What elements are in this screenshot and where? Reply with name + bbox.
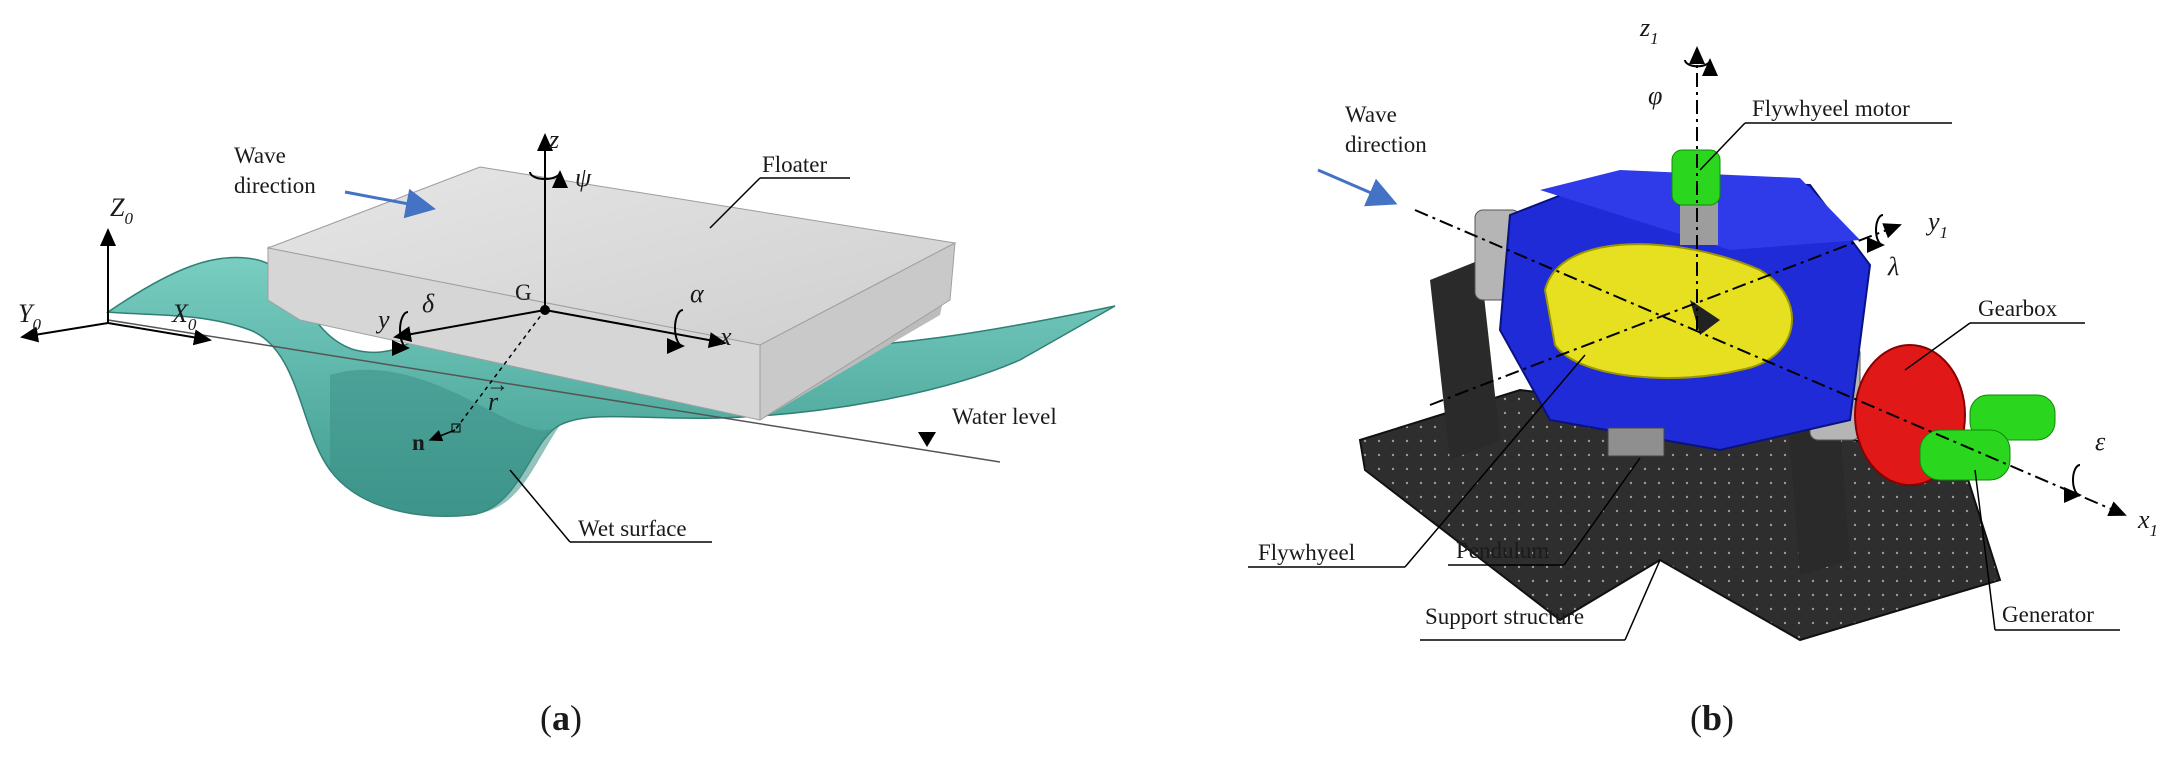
Y0-axis <box>20 322 109 343</box>
psi-label: ψ <box>575 163 592 192</box>
r-label: r <box>488 387 499 416</box>
support-leader <box>1624 559 1661 641</box>
generator-label: Generator <box>2002 602 2094 627</box>
y-axis <box>393 309 546 343</box>
lambda-rotation-icon <box>1866 214 1885 253</box>
y1-axis <box>1429 223 1902 406</box>
generator-upper <box>1969 394 2056 441</box>
gearbox-leader <box>1904 322 1971 371</box>
panel-b: z1 φ y1 λ ε x1 Wave direction Flywhyeel … <box>1248 13 2158 738</box>
flywheel-motor <box>1671 149 1721 206</box>
center-G-label: G <box>515 280 532 305</box>
x1-label: x1 <box>2137 505 2158 540</box>
y1-label: y1 <box>1925 207 1948 242</box>
flywheel-motor-leader <box>1699 122 1746 171</box>
pendulum-plate <box>1607 427 1665 457</box>
alpha-rotation-icon <box>666 309 685 354</box>
r-vector-line <box>454 309 546 431</box>
generator-lower <box>1919 429 2011 481</box>
normal-label: n <box>412 430 425 455</box>
gearbox-label: Gearbox <box>1978 296 2058 321</box>
psi-rotation-icon <box>529 170 568 189</box>
flywheel-motor-label: Flywhyeel motor <box>1752 96 1910 121</box>
pendulum-leader <box>1563 457 1641 566</box>
center-G-point <box>540 305 550 315</box>
lambda-label: λ <box>1887 252 1899 281</box>
epsilon-label: ε <box>2095 427 2106 456</box>
z1-label: z1 <box>1639 13 1659 48</box>
x1-axis <box>1414 209 2127 517</box>
support-structure-label: Support structure <box>1425 604 1584 629</box>
Z0-label: Z0 <box>110 193 133 228</box>
z-label: z <box>548 125 559 154</box>
wave-direction-b-arrow <box>1317 168 1398 207</box>
support-pillar-left <box>1430 260 1500 460</box>
floater-front-face <box>267 247 761 421</box>
floater-label: Floater <box>762 152 827 177</box>
flywheel-label: Flywhyeel <box>1258 540 1355 565</box>
wet-surface-leader <box>509 469 571 543</box>
y-label: y <box>375 305 390 334</box>
caption-b: (b) <box>1690 698 1734 738</box>
flywheel-disc <box>1543 243 1794 379</box>
wet-surface <box>330 369 560 517</box>
normal-square <box>451 423 461 433</box>
phi-label: φ <box>1648 81 1662 110</box>
wave-direction-b-line2: direction <box>1345 132 1427 157</box>
X0-label: X0 <box>171 299 197 334</box>
floater-leader <box>709 177 761 229</box>
wave-direction-b-line1: Wave <box>1345 102 1397 127</box>
water-level-marker <box>918 432 936 447</box>
alpha-label: α <box>690 279 705 308</box>
x-label: x <box>719 322 732 351</box>
panel-a: Z0 Y0 X0 z ψ x α y δ G r → n Wave direct… <box>18 125 1116 738</box>
wave-direction-label-line1: Wave <box>234 143 286 168</box>
wave-direction-label-line2: direction <box>234 173 316 198</box>
delta-rotation-icon <box>391 311 410 356</box>
normal-arrow <box>428 429 456 442</box>
phi-rotation-icon <box>1684 58 1718 77</box>
delta-label: δ <box>422 289 435 318</box>
water-level-line <box>107 319 1001 463</box>
caption-a: (a) <box>540 698 582 738</box>
X0-axis <box>107 322 212 346</box>
wave-direction-arrow <box>344 188 436 219</box>
generator-leader <box>1974 469 1996 631</box>
epsilon-rotation-icon <box>2063 464 2082 503</box>
Y0-label: Y0 <box>18 299 41 334</box>
water-level-label: Water level <box>952 404 1057 429</box>
pendulum-label: Pendulum <box>1456 538 1549 563</box>
flywheel-leader <box>1404 354 1586 568</box>
r-arrow-label: → <box>486 372 509 397</box>
floater-right-face <box>759 242 956 421</box>
wet-surface-label: Wet surface <box>578 516 687 541</box>
x-axis <box>544 309 727 348</box>
